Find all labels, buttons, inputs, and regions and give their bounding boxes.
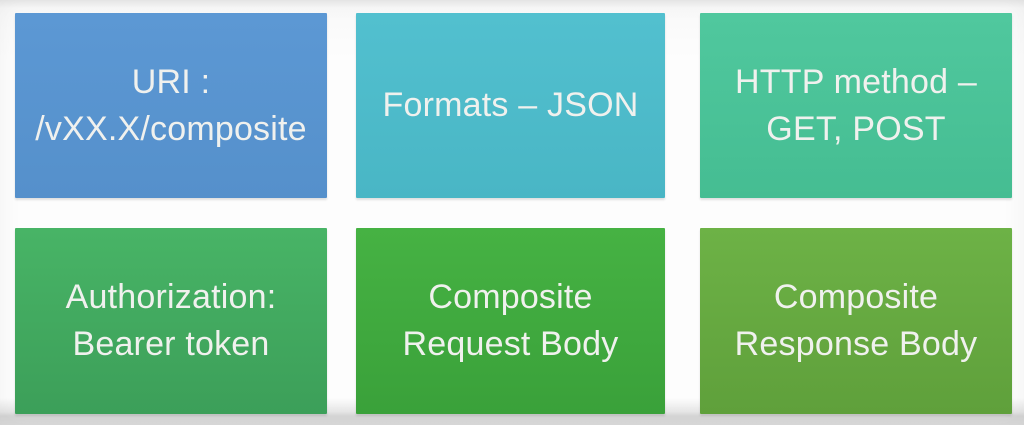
card-composite-response-body: Composite Response Body bbox=[700, 228, 1012, 414]
card-composite-response-body-line-1: Composite bbox=[773, 278, 939, 316]
card-authorization: Authorization: Bearer token bbox=[15, 228, 327, 414]
card-composite-request-body: Composite Request Body bbox=[356, 228, 665, 414]
card-authorization-line-2: Bearer token bbox=[72, 325, 270, 363]
card-http-method-line-2: GET, POST bbox=[766, 109, 946, 148]
card-formats: Formats – JSON bbox=[356, 13, 665, 198]
card-http-method-line-1: HTTP method – bbox=[735, 62, 977, 101]
card-authorization-line-1: Authorization: bbox=[65, 278, 277, 316]
card-http-method: HTTP method – GET, POST bbox=[700, 13, 1012, 198]
card-formats-line-1: Formats – JSON bbox=[382, 86, 639, 124]
card-uri-line-2: /vXX.X/composite bbox=[35, 109, 307, 148]
card-composite-request-body-line-1: Composite bbox=[428, 278, 593, 316]
card-uri-line-1: URI : bbox=[131, 62, 211, 101]
card-composite-response-body-line-2: Response Body bbox=[734, 325, 978, 363]
card-uri: URI : /vXX.X/composite bbox=[15, 13, 327, 198]
card-composite-request-body-line-2: Request Body bbox=[402, 325, 619, 363]
